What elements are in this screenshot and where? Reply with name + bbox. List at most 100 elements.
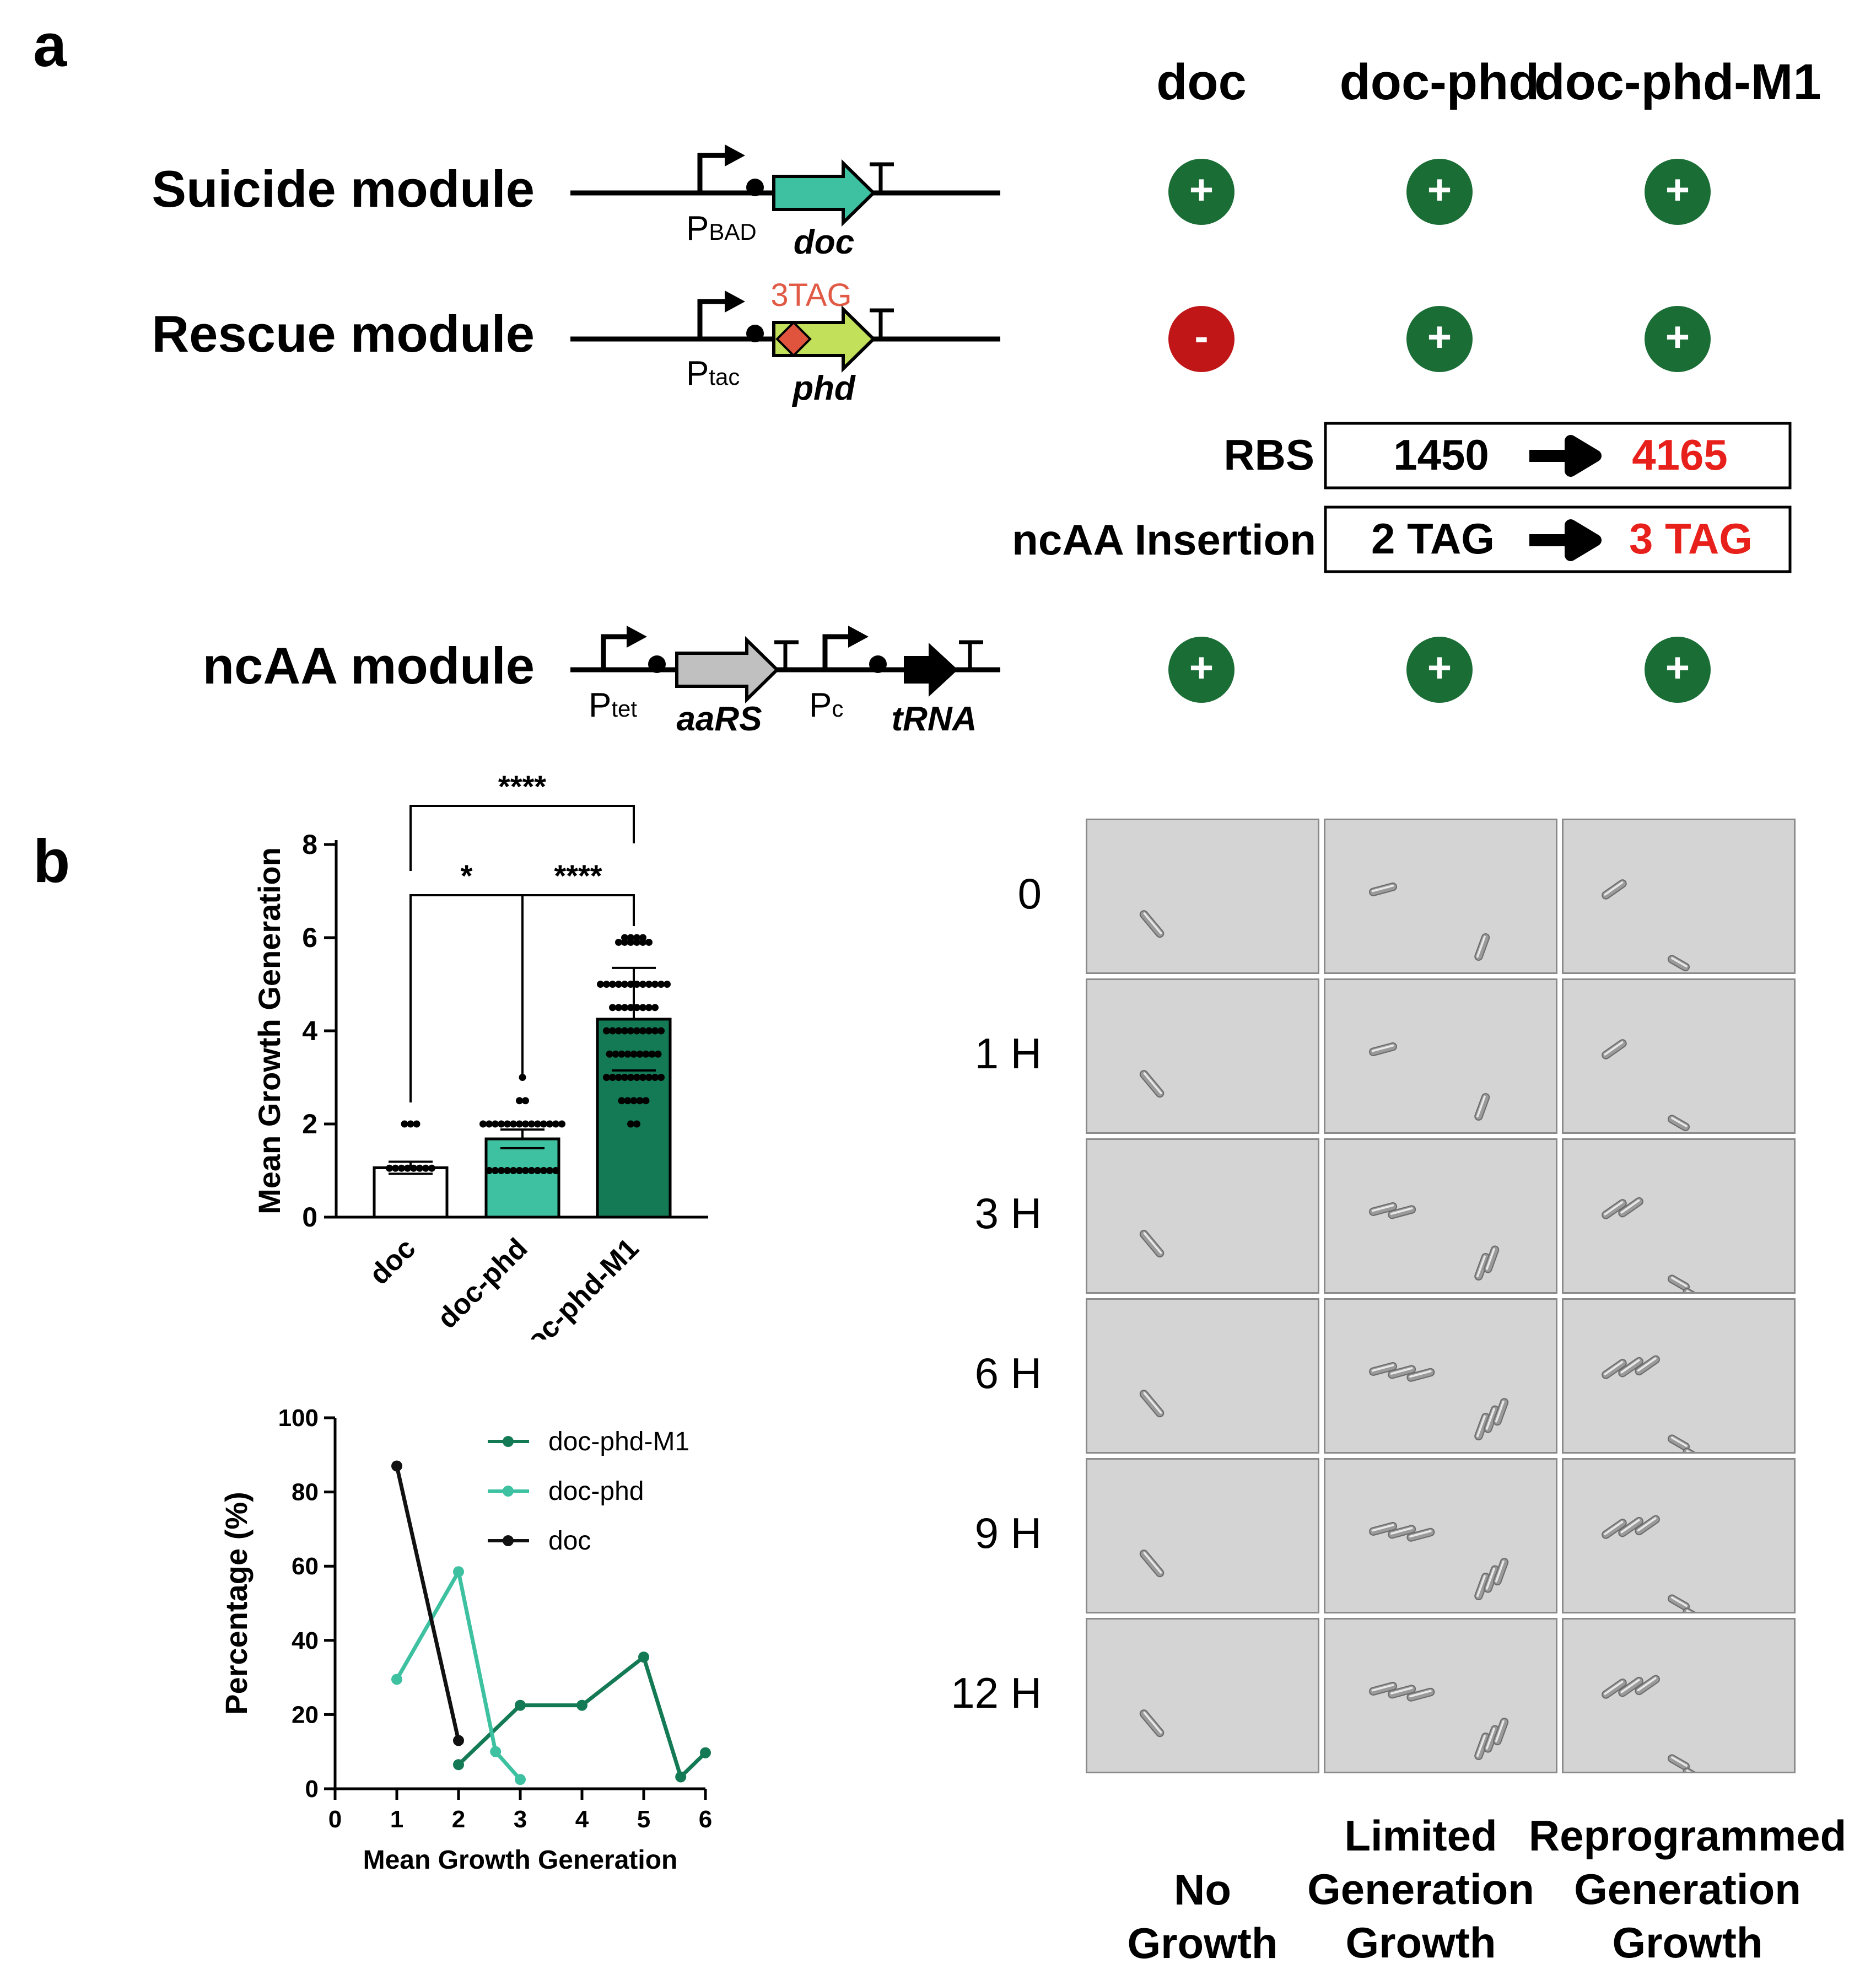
doc-gene-arrow-icon bbox=[772, 159, 876, 227]
data-point bbox=[621, 1074, 628, 1081]
legend-label: doc-phd-M1 bbox=[548, 1427, 689, 1456]
bar bbox=[596, 1018, 672, 1219]
data-point bbox=[416, 1164, 423, 1172]
x-tick-label: doc-phd bbox=[431, 1232, 533, 1335]
data-point bbox=[648, 1050, 656, 1058]
suicide-module-construct bbox=[570, 144, 1000, 227]
data-point bbox=[453, 1735, 464, 1746]
data-point bbox=[618, 1050, 626, 1058]
data-point bbox=[546, 1120, 553, 1128]
data-point bbox=[618, 1097, 626, 1105]
module-label-suicide: Suicide module bbox=[152, 160, 535, 218]
rbs-from-value: 1450 bbox=[1393, 431, 1489, 479]
data-point bbox=[504, 1120, 511, 1128]
panel-b-label-svg: b bbox=[33, 827, 70, 895]
svg-text:+: + bbox=[1189, 644, 1214, 691]
x-tick-label: doc bbox=[363, 1232, 422, 1290]
data-point bbox=[621, 1004, 628, 1012]
data-point bbox=[630, 1097, 638, 1105]
data-point bbox=[528, 1120, 535, 1128]
column-header-doc-phd: doc-phd bbox=[1340, 54, 1540, 110]
data-point bbox=[522, 1167, 529, 1174]
tag-marker-icon bbox=[775, 321, 812, 357]
time-label: 1 H bbox=[974, 1029, 1042, 1078]
data-point bbox=[386, 1164, 393, 1172]
microscopy-image bbox=[1086, 819, 1319, 974]
data-point bbox=[615, 1004, 622, 1012]
data-point bbox=[633, 1027, 640, 1035]
column-label: Growth bbox=[1612, 1918, 1763, 1967]
data-point bbox=[627, 981, 634, 988]
terminator-icon bbox=[870, 308, 894, 339]
data-point bbox=[534, 1167, 541, 1174]
data-point bbox=[645, 938, 653, 946]
column-label: Reprogrammed bbox=[1528, 1811, 1847, 1860]
data-point bbox=[558, 1120, 565, 1128]
x-tick-label: 0 bbox=[328, 1806, 342, 1833]
y-tick-label: 8 bbox=[302, 829, 317, 860]
data-point bbox=[645, 1027, 653, 1035]
x-axis-label: Mean Growth Generation bbox=[363, 1846, 678, 1875]
microscopy-image bbox=[1324, 819, 1557, 974]
column-header-doc-phd-m1: doc-phd-M1 bbox=[1534, 54, 1821, 110]
time-label: 0 bbox=[1017, 869, 1042, 918]
microscopy-image bbox=[1562, 1458, 1796, 1613]
data-point bbox=[633, 1004, 640, 1012]
rbs-to-value: 4165 bbox=[1632, 431, 1728, 479]
data-point bbox=[422, 1164, 429, 1172]
significance-bracket bbox=[521, 894, 635, 1080]
data-point bbox=[700, 1747, 711, 1758]
y-tick-label: 6 bbox=[302, 922, 317, 953]
ncaa-gene2-label: tRNA bbox=[892, 700, 977, 738]
bar bbox=[484, 1137, 560, 1219]
column-label: Growth bbox=[1127, 1919, 1278, 1967]
data-point bbox=[624, 1097, 632, 1105]
microscopy-image bbox=[1562, 819, 1796, 974]
data-point bbox=[603, 1027, 610, 1035]
microscopy-image bbox=[1086, 1298, 1319, 1454]
data-point bbox=[398, 1164, 405, 1172]
microscopy-image bbox=[1324, 1298, 1557, 1454]
legend-marker bbox=[503, 1535, 514, 1546]
data-point bbox=[522, 1120, 529, 1128]
y-tick-label: 4 bbox=[302, 1015, 317, 1046]
data-point bbox=[638, 1652, 649, 1663]
ncaa-gene-label: aaRS bbox=[676, 700, 762, 738]
data-point bbox=[627, 1074, 634, 1081]
bar bbox=[373, 1166, 449, 1219]
data-point bbox=[510, 1167, 517, 1174]
legend-marker bbox=[503, 1436, 514, 1447]
data-point bbox=[639, 1074, 646, 1081]
data-point bbox=[407, 1120, 414, 1128]
status-ncaa-doc: + bbox=[1168, 637, 1235, 703]
data-point bbox=[609, 981, 616, 988]
svg-text:-: - bbox=[1194, 313, 1208, 360]
data-point bbox=[552, 1120, 559, 1128]
microscopy-image bbox=[1324, 1458, 1557, 1613]
series-line bbox=[457, 1655, 707, 1779]
data-point bbox=[404, 1164, 411, 1172]
data-point bbox=[612, 1050, 619, 1058]
data-point bbox=[603, 1074, 610, 1081]
data-point bbox=[657, 1027, 665, 1035]
rbs-dot-icon bbox=[648, 655, 666, 673]
suicide-gene-label: doc bbox=[794, 223, 854, 261]
svg-text:+: + bbox=[1665, 644, 1690, 691]
data-point bbox=[636, 1050, 644, 1058]
series-line bbox=[395, 1465, 461, 1741]
suicide-promoter-label: PBAD bbox=[686, 209, 757, 248]
x-tick-label: 1 bbox=[390, 1806, 403, 1833]
data-point bbox=[479, 1120, 487, 1128]
y-axis-label: Percentage (%) bbox=[219, 1492, 254, 1715]
status-rescue-doc-phd-m1: + bbox=[1645, 306, 1711, 372]
rbs-arrow-icon bbox=[1529, 435, 1602, 477]
data-point bbox=[492, 1167, 499, 1174]
y-tick-label: 20 bbox=[292, 1701, 319, 1728]
time-label: 12 H bbox=[951, 1669, 1042, 1717]
rbs-label: RBS bbox=[1223, 431, 1314, 479]
data-point bbox=[540, 1167, 547, 1174]
data-point bbox=[627, 938, 634, 946]
rbs-dot-icon bbox=[869, 655, 887, 673]
data-point bbox=[627, 1027, 634, 1035]
